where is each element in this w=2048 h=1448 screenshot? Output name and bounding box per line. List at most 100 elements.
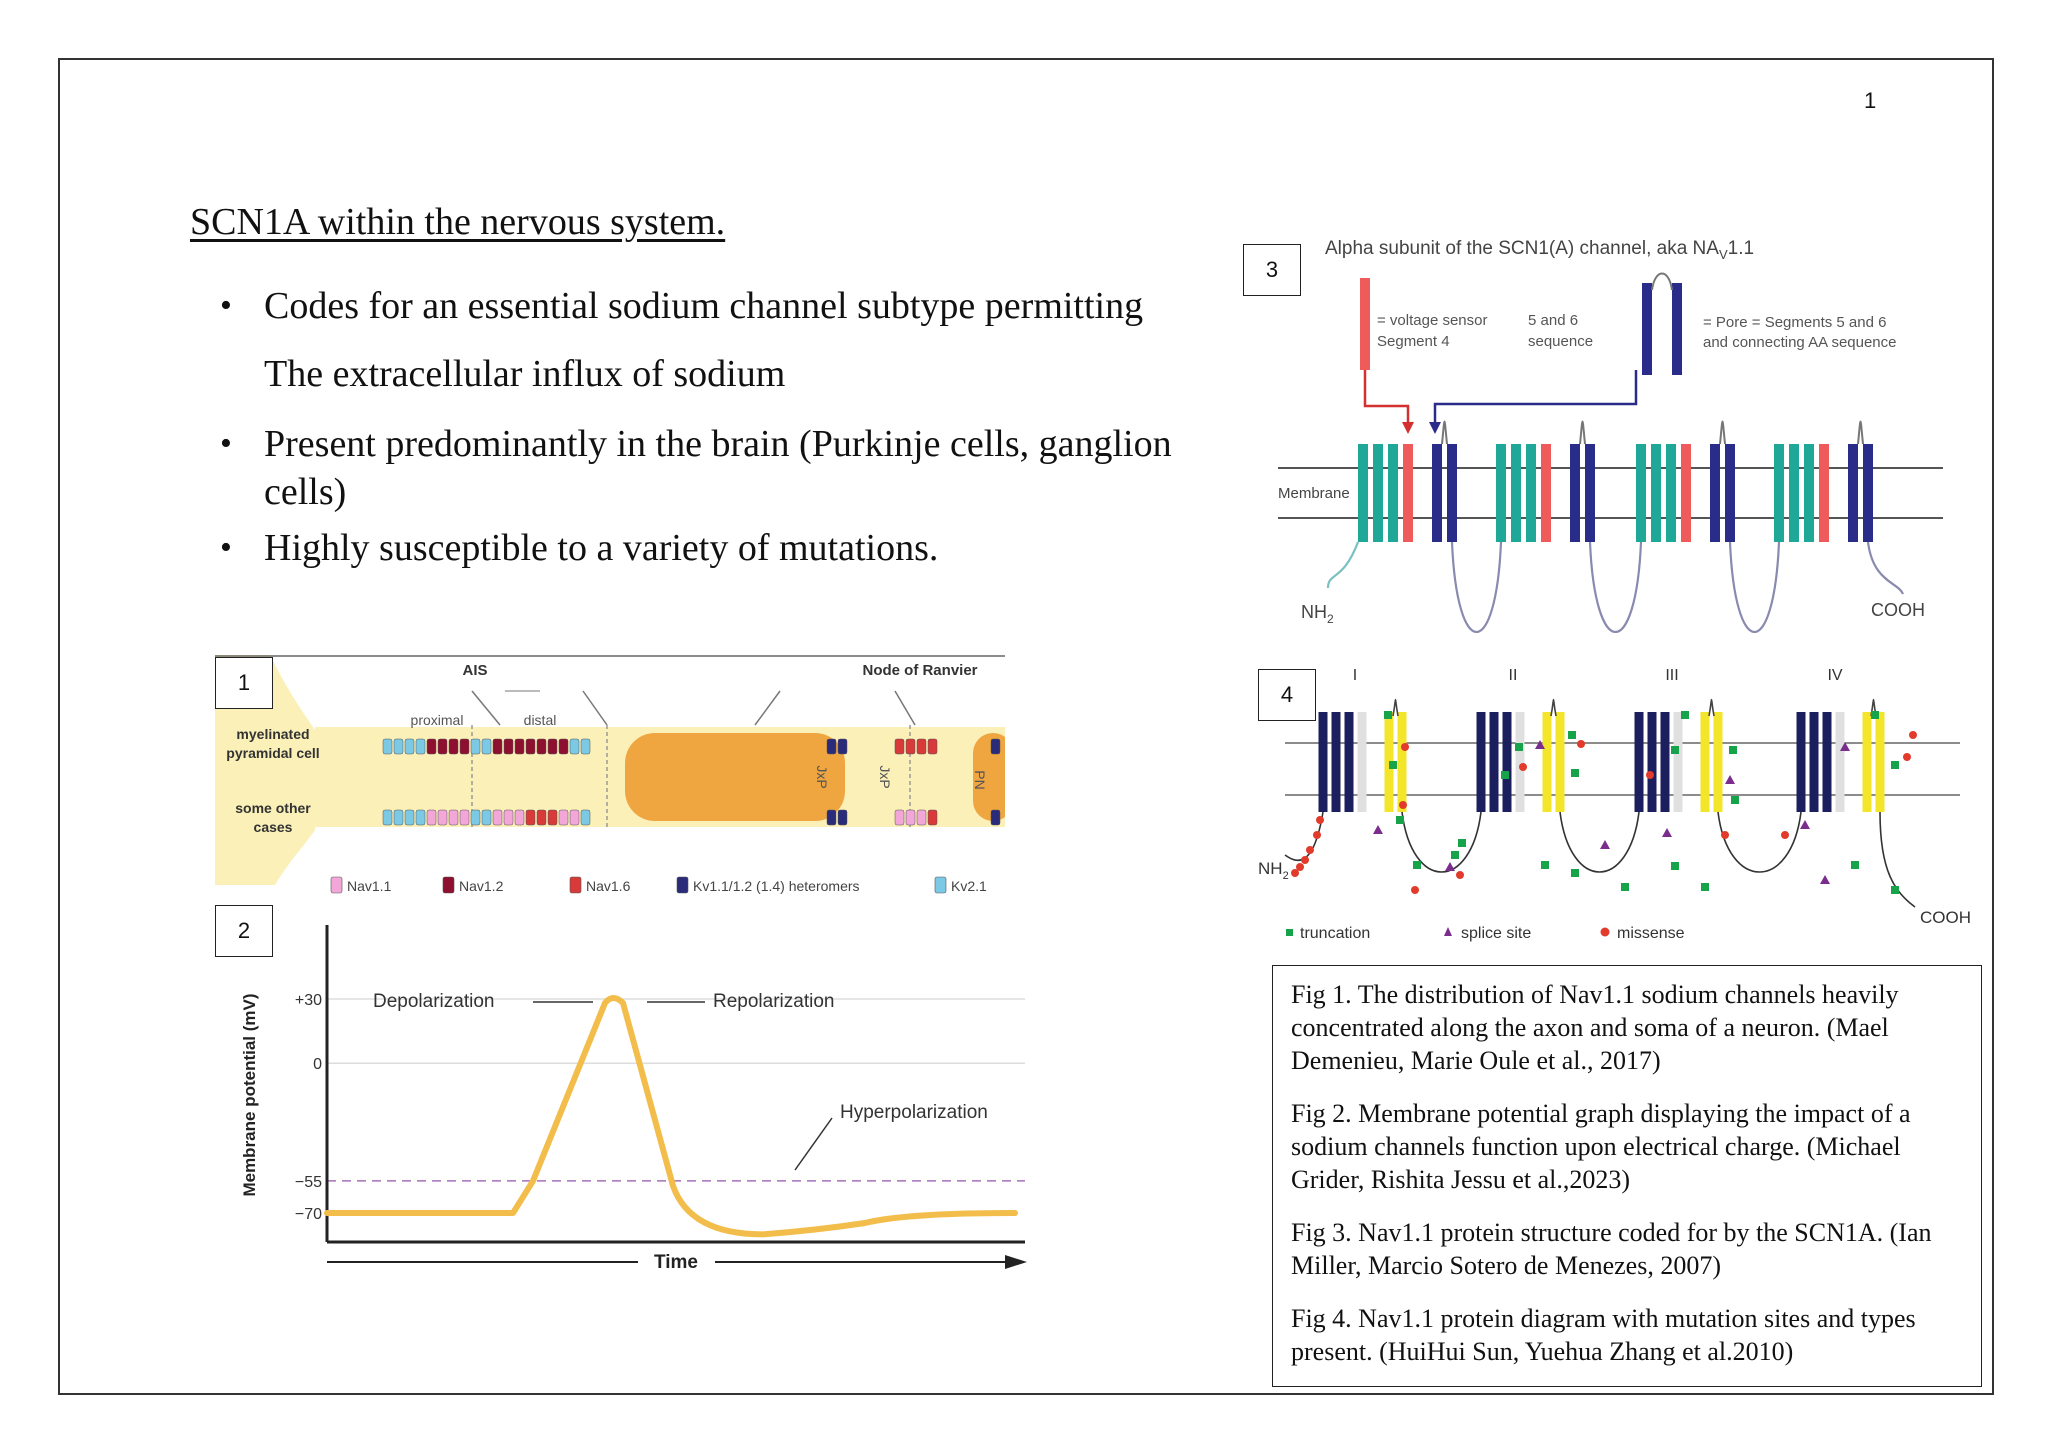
sequence-label: 5 and 6 [1528,312,1578,329]
domain-label: IV [1827,667,1842,684]
pore-label: and connecting AA sequence [1703,334,1897,351]
pn-label: PN [972,770,988,789]
channel-marker [826,738,837,755]
channel-marker [536,809,547,826]
channel-marker [448,809,459,826]
channel-marker [837,738,848,755]
channel-marker [426,738,437,755]
channel-marker [905,809,916,826]
truncation-marker [1731,796,1739,804]
channel-marker [492,738,503,755]
transmembrane-helix [1511,444,1521,542]
transmembrane-helix [1496,444,1506,542]
splice-marker [1840,742,1850,751]
transmembrane-helix [1502,712,1512,812]
bullet-item: Highly susceptible to a variety of mutat… [220,524,1220,572]
channel-marker [470,738,481,755]
transmembrane-helix [1660,712,1670,812]
legend-swatch [442,876,455,894]
transmembrane-helix [1476,712,1486,812]
truncation-marker [1515,743,1523,751]
transmembrane-helix [1835,712,1845,812]
splice-marker [1535,740,1545,749]
channel-marker [990,738,1001,755]
figure-1-svg: AIS Node of Ranvier proximal distal myel… [215,655,1013,894]
missense-marker [1401,743,1409,751]
channel-marker [894,809,905,826]
page-title: SCN1A within the nervous system. [190,201,726,243]
y-tick-label: 0 [313,1056,322,1073]
hyperpolarization-label: Hyperpolarization [840,1102,988,1123]
legend-label: Kv1.1/1.2 (1.4) heteromers [693,878,860,894]
channel-marker [459,738,470,755]
channel-marker [916,738,927,755]
channel-marker [990,809,1001,826]
missense-marker [1519,763,1527,771]
transmembrane-helix [1397,712,1407,812]
channel-marker [415,809,426,826]
page-frame [58,58,1994,1395]
missense-marker [1291,869,1299,877]
transmembrane-helix [1515,712,1525,812]
channel-marker [927,809,938,826]
channel-marker [569,738,580,755]
channel-marker [404,738,415,755]
missense-marker [1781,831,1789,839]
bullet-text: Present predominantly in the brain (Purk… [264,423,1172,513]
legend-swatch [1600,927,1610,937]
distal-label: distal [524,712,557,728]
bullet-text: Highly susceptible to a variety of mutat… [264,527,939,569]
channel-marker [547,738,558,755]
transmembrane-helix [1542,712,1552,812]
channel-marker [514,738,525,755]
truncation-marker [1571,769,1579,777]
splice-marker [1820,875,1830,884]
channel-marker [426,809,437,826]
missense-marker [1909,731,1917,739]
repolarization-label: Repolarization [713,991,834,1012]
channel-marker [481,809,492,826]
truncation-marker [1871,711,1879,719]
truncation-marker [1389,761,1397,769]
legend-swatch [934,876,947,894]
missense-marker [1411,886,1419,894]
transmembrane-helix [1358,444,1368,542]
legend-label: Nav1.1 [347,878,392,894]
missense-marker [1577,740,1585,748]
figure-3-alpha-subunit: 3 Alpha subunit of the SCN1(A) channel, … [1243,228,1978,633]
missense-marker [1306,846,1314,854]
channel-marker [525,738,536,755]
missense-marker [1316,816,1324,824]
channel-marker [393,809,404,826]
soma-shape [215,655,315,885]
transmembrane-helix [1875,712,1885,812]
y-axis-label: Membrane potential (mV) [240,993,259,1196]
transmembrane-helix [1713,712,1723,812]
figure-tag: 2 [215,905,273,957]
truncation-marker [1396,816,1404,824]
legend-swatch [1444,927,1452,936]
channel-marker [503,738,514,755]
bullet-continuation: The extracellular influx of sodium [264,353,786,395]
caption-fig-2: Fig 2. Membrane potential graph displayi… [1291,1099,1911,1194]
transmembrane-helix [1666,444,1676,542]
legend-swatch [1286,929,1293,936]
transmembrane-helix [1634,712,1644,812]
figure-2-svg: Membrane potential (mV) +300−55−70 Depol… [240,925,1027,1273]
truncation-marker [1541,861,1549,869]
transmembrane-helix [1318,712,1328,812]
channel-marker [580,738,591,755]
mutation-markers [1291,711,1917,894]
transmembrane-helix [1636,444,1646,542]
truncation-marker [1571,869,1579,877]
channel-marker [916,809,927,826]
bullet-text: Codes for an essential sodium channel su… [264,285,1144,327]
missense-marker [1399,801,1407,809]
channel-marker [481,738,492,755]
channel-marker [525,809,536,826]
node-of-ranvier-label: Node of Ranvier [862,662,977,679]
caption-fig-1: Fig 1. The distribution of Nav1.1 sodium… [1291,980,1899,1075]
